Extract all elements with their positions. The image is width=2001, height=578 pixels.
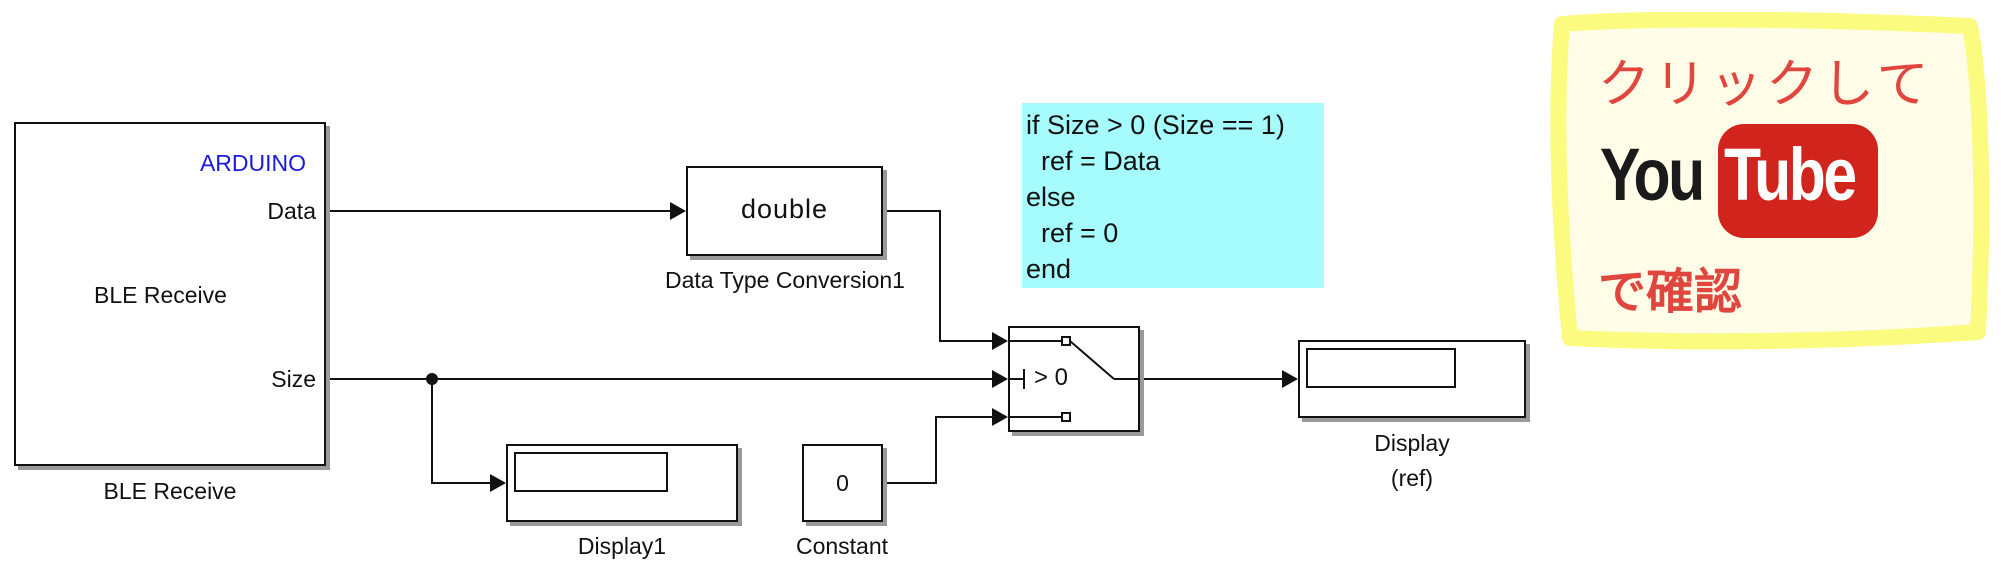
display-ref-caption-sub: (ref) bbox=[1390, 465, 1434, 491]
switch-icon bbox=[1010, 336, 1138, 422]
branch-point bbox=[426, 373, 438, 385]
arrow-into-display-ref bbox=[1282, 370, 1298, 388]
arrow-into-conversion bbox=[670, 202, 686, 220]
display1-window bbox=[514, 452, 668, 492]
promo-line-confirm: で確認 bbox=[1598, 264, 1743, 320]
switch-threshold-label: > 0 bbox=[1034, 364, 1069, 391]
annotation-line: ref = 0 bbox=[1026, 218, 1119, 248]
arrow-into-switch-middle bbox=[992, 370, 1008, 388]
arrow-into-display1 bbox=[490, 474, 506, 492]
youtube-promo[interactable]: クリックして You Tube で確認 bbox=[1540, 12, 1992, 350]
constant-block[interactable]: 0 bbox=[802, 444, 883, 522]
block-inner-label: BLE Receive bbox=[94, 282, 227, 308]
ble-receive-caption: BLE Receive bbox=[103, 478, 237, 504]
display-ref-caption: Display bbox=[1374, 430, 1450, 456]
line-conversion-to-switch bbox=[883, 210, 992, 342]
annotation-line: else bbox=[1026, 182, 1076, 212]
arrow-into-switch-top bbox=[992, 332, 1008, 350]
youtube-logo-tube: Tube bbox=[1724, 133, 1857, 216]
conversion-caption: Data Type Conversion1 bbox=[665, 267, 905, 293]
annotation-line: end bbox=[1026, 254, 1072, 284]
youtube-logo-you: You bbox=[1600, 133, 1705, 216]
ble-receive-block[interactable]: ARDUINO Data BLE Receive Size bbox=[14, 122, 326, 466]
line-constant-to-switch bbox=[883, 416, 992, 484]
arrow-into-switch-bottom bbox=[992, 408, 1008, 426]
data-type-conversion-block[interactable]: double bbox=[686, 166, 883, 256]
size-port-label: Size bbox=[271, 366, 316, 392]
switch-block[interactable]: > 0 bbox=[1008, 326, 1140, 432]
line-size-to-display1 bbox=[431, 379, 490, 484]
constant-value: 0 bbox=[836, 470, 849, 496]
annotation-line: if Size > 0 (Size == 1) bbox=[1026, 110, 1285, 140]
constant-caption: Constant bbox=[795, 533, 889, 559]
switch-logic-annotation: if Size > 0 (Size == 1) ref = Data else … bbox=[1022, 103, 1324, 288]
conversion-type-label: double bbox=[740, 194, 829, 224]
display-ref-block[interactable] bbox=[1298, 340, 1526, 418]
display1-caption: Display1 bbox=[577, 533, 667, 559]
annotation-line: ref = Data bbox=[1026, 146, 1161, 176]
data-port-label: Data bbox=[267, 198, 316, 224]
youtube-logo-box bbox=[1718, 124, 1878, 238]
display1-block[interactable] bbox=[506, 444, 738, 522]
promo-line-click: クリックして bbox=[1598, 55, 1933, 115]
arduino-badge: ARDUINO bbox=[199, 150, 306, 176]
display-ref-window bbox=[1306, 348, 1456, 388]
